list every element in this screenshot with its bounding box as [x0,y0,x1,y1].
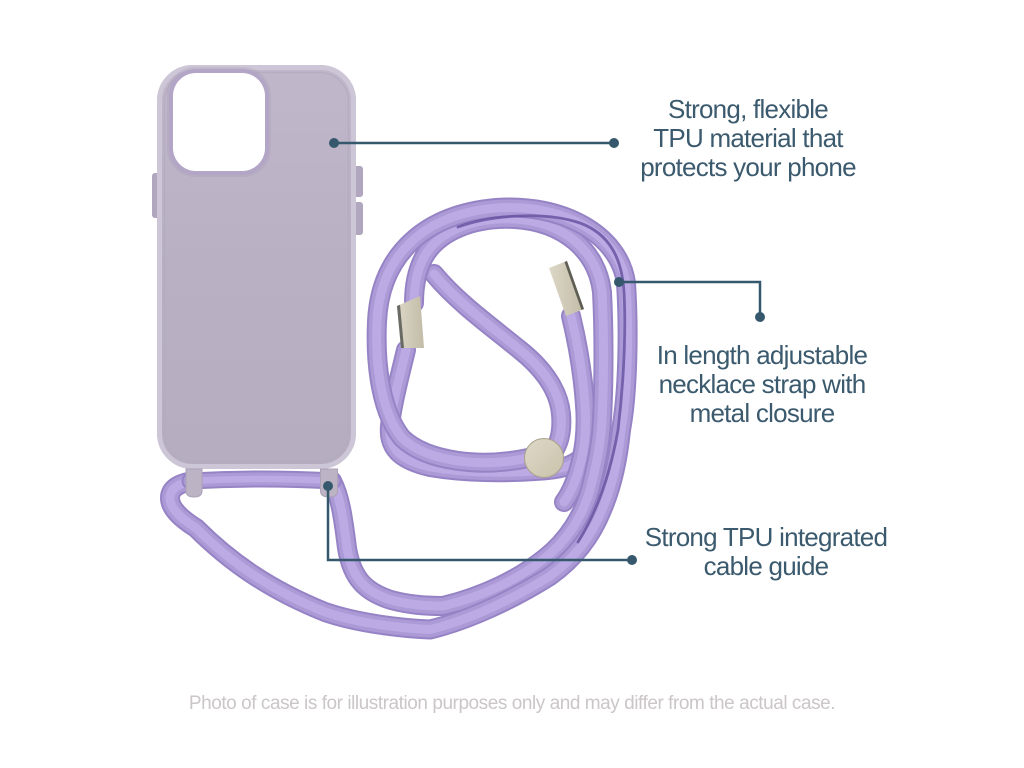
svg-text:Strong, flexible: Strong, flexible [668,94,828,124]
svg-text:TPU material that: TPU material that [653,123,844,153]
svg-text:Strong TPU integrated: Strong TPU integrated [645,522,887,552]
svg-text:metal closure: metal closure [690,398,835,428]
svg-text:cable guide: cable guide [704,551,829,581]
svg-text:protects your phone: protects your phone [640,152,856,182]
svg-text:necklace strap with: necklace strap with [659,369,866,399]
svg-text:In length adjustable: In length adjustable [657,340,868,370]
svg-text:Photo of case is for illustrat: Photo of case is for illustration purpos… [189,693,835,714]
